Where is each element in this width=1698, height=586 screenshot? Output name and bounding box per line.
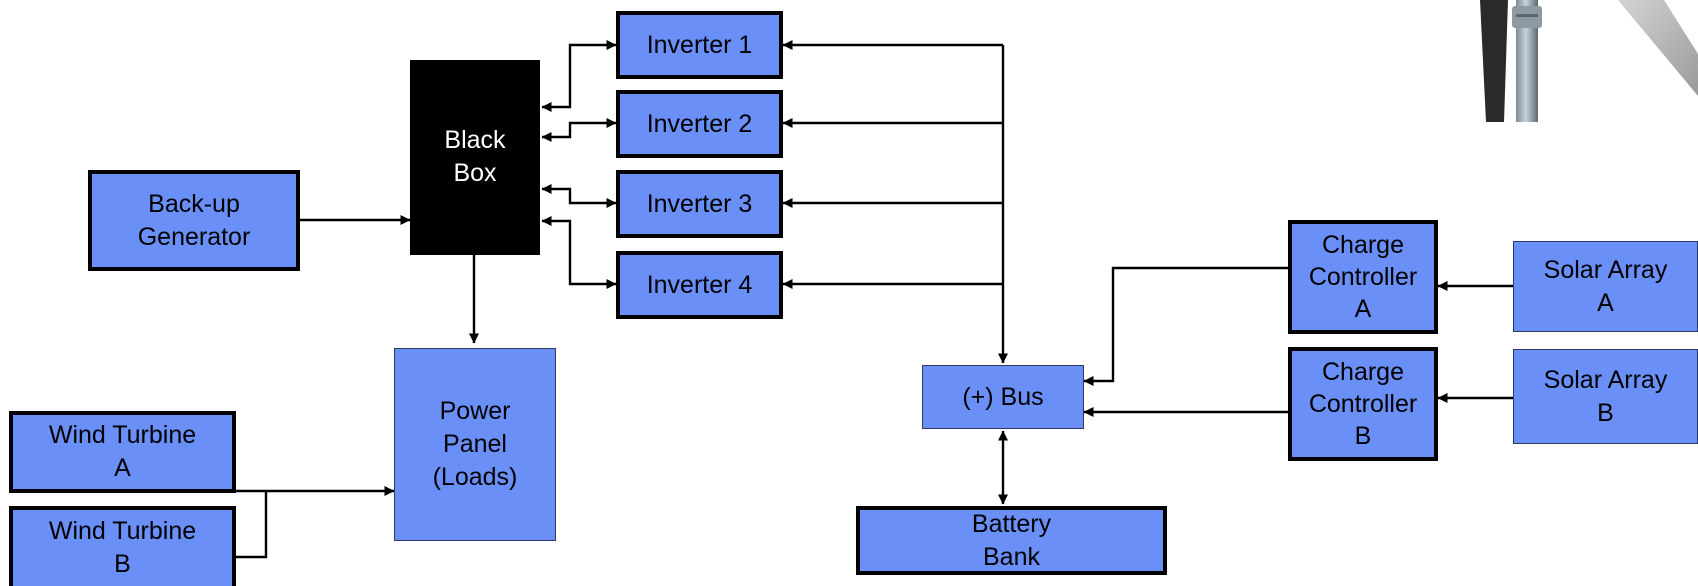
backup-generator-label-line-2: Generator xyxy=(137,222,251,251)
solar-array-b-label-line-1: Solar Array xyxy=(1543,365,1668,394)
solar-array-b-block: Solar Array B xyxy=(1513,349,1698,444)
black-box-label-line-1: Black xyxy=(444,126,506,154)
inverter-2-label: Inverter 2 xyxy=(646,109,753,138)
charge-controller-b-label-line-1: Charge xyxy=(1322,358,1404,386)
wire-controller-a-to-bus xyxy=(1083,266,1288,387)
black-box-label-line-2: Box xyxy=(453,159,497,187)
wire-black-box-inverter-1 xyxy=(541,39,617,113)
inverter-3-block: Inverter 3 xyxy=(616,170,783,238)
wind-turbine-photo xyxy=(1480,0,1698,122)
backup-generator-block: Back-up Generator xyxy=(88,170,300,271)
wind-turbine-a-label-line-1: Wind Turbine xyxy=(48,421,197,449)
wind-turbine-b-label-line-2: B xyxy=(114,550,131,578)
black-box: Black Box xyxy=(410,60,540,255)
charge-controller-b-label-line-2: Controller xyxy=(1308,390,1418,418)
wind-turbine-b-block: Wind Turbine B xyxy=(9,506,236,586)
battery-bank-label-line-2: Bank xyxy=(983,542,1040,571)
inverter-1-label: Inverter 1 xyxy=(646,30,753,59)
charge-controller-a-label-line-1: Charge xyxy=(1322,231,1404,259)
inverter-1-block: Inverter 1 xyxy=(616,11,783,79)
wind-turbine-a-label-line-2: A xyxy=(114,454,131,482)
solar-array-b-label-line-2: B xyxy=(1597,398,1614,427)
wind-turbine-a-block: Wind Turbine A xyxy=(9,411,236,493)
battery-bank-block: Battery Bank xyxy=(856,506,1167,575)
solar-array-a-block: Solar Array A xyxy=(1513,241,1698,332)
wind-turbine-b-label-line-1: Wind Turbine xyxy=(48,517,197,545)
bus-label: (+) Bus xyxy=(962,382,1044,411)
power-panel-label-line-1: Power xyxy=(439,397,511,425)
charge-controller-b-label-line-3: B xyxy=(1354,422,1372,450)
inverter-2-block: Inverter 2 xyxy=(616,90,783,158)
bus-block: (+) Bus xyxy=(922,365,1084,429)
battery-bank-label-line-1: Battery xyxy=(971,509,1052,538)
solar-array-a-label-line-1: Solar Array xyxy=(1543,255,1668,284)
solar-array-a-label-line-2: A xyxy=(1597,288,1614,317)
charge-controller-a-label-line-2: Controller xyxy=(1308,263,1418,291)
charge-controller-a-label-line-3: A xyxy=(1354,295,1372,323)
wire-black-box-inverter-2 xyxy=(541,117,617,143)
wire-black-box-inverter-3 xyxy=(541,183,617,209)
backup-generator-label-line-1: Back-up xyxy=(148,189,240,218)
charge-controller-b-block: Charge Controller B xyxy=(1288,347,1438,461)
charge-controller-a-block: Charge Controller A xyxy=(1288,220,1438,334)
power-panel-block: Power Panel (Loads) xyxy=(394,348,556,541)
inverter-3-label: Inverter 3 xyxy=(646,189,753,218)
wire-black-box-inverter-4 xyxy=(541,215,617,290)
power-panel-label-line-3: (Loads) xyxy=(432,463,518,491)
inverter-4-block: Inverter 4 xyxy=(616,251,783,319)
wire-wind-b-to-junction xyxy=(236,491,268,559)
inverter-4-label: Inverter 4 xyxy=(646,270,753,299)
power-panel-label-line-2: Panel xyxy=(443,430,507,458)
